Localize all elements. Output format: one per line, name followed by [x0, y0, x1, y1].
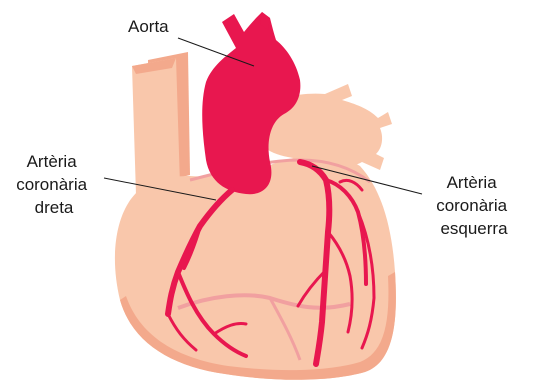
left-coronary-label: Artèria coronària esquerra [436, 173, 512, 238]
superior-vena-cava [132, 52, 190, 195]
left-coronary-label-line-3: esquerra [440, 219, 508, 238]
aorta-label: Aorta [128, 17, 169, 36]
left-coronary-label-line-2: coronària [436, 196, 507, 215]
left-coronary-label-line-1: Artèria [447, 173, 498, 192]
right-coronary-label: Artèria coronària dreta [16, 152, 92, 217]
right-coronary-label-line-2: coronària [16, 175, 87, 194]
right-coronary-label-line-1: Artèria [27, 152, 78, 171]
right-coronary-label-line-3: dreta [35, 198, 74, 217]
